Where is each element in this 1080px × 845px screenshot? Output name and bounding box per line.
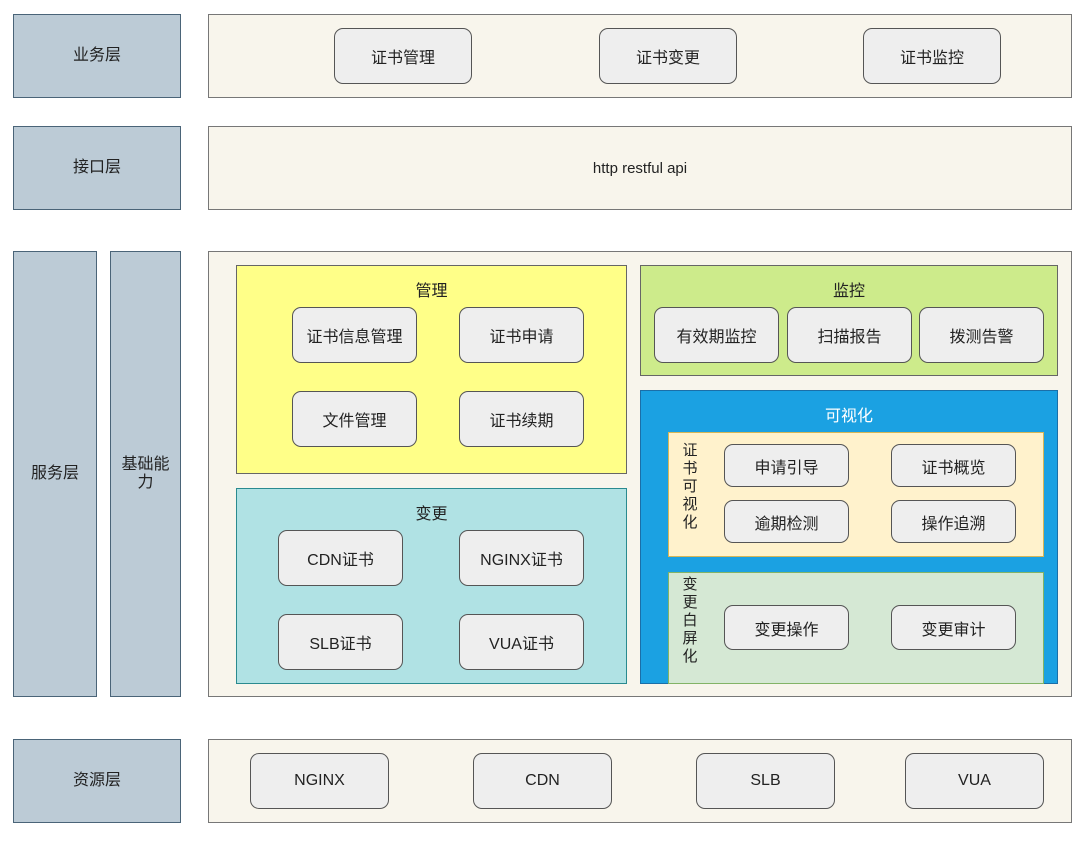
- probe-alert-box[interactable]: 拨测告警: [919, 307, 1044, 363]
- cdn-resource-box[interactable]: CDN: [473, 753, 612, 809]
- api-panel: http restful api: [208, 126, 1072, 210]
- scan-report-box[interactable]: 扫描报告: [787, 307, 912, 363]
- nginx-resource-box[interactable]: NGINX: [250, 753, 389, 809]
- change-operation-box[interactable]: 变更操作: [724, 605, 849, 650]
- slb-cert-box[interactable]: SLB证书: [278, 614, 403, 670]
- cert-visualization-label: 证书可视化: [682, 442, 698, 531]
- application-guide-box[interactable]: 申请引导: [724, 444, 849, 487]
- cdn-cert-box[interactable]: CDN证书: [278, 530, 403, 586]
- layer-label-service: 服务层: [13, 251, 97, 697]
- layer-label-resource: 资源层: [13, 739, 181, 823]
- cert-application-box[interactable]: 证书申请: [459, 307, 584, 363]
- operation-trace-box[interactable]: 操作追溯: [891, 500, 1016, 543]
- change-whitebox-label: 变更白屏化: [682, 576, 698, 665]
- cert-monitoring-box[interactable]: 证书监控: [863, 28, 1001, 84]
- vua-cert-box[interactable]: VUA证书: [459, 614, 584, 670]
- cert-overview-box[interactable]: 证书概览: [891, 444, 1016, 487]
- expiry-detection-box[interactable]: 逾期检测: [724, 500, 849, 543]
- change-title: 变更: [415, 506, 448, 523]
- layer-label-interface: 接口层: [13, 126, 181, 210]
- change-audit-box[interactable]: 变更审计: [891, 605, 1016, 650]
- nginx-cert-box[interactable]: NGINX证书: [459, 530, 584, 586]
- vua-resource-box[interactable]: VUA: [905, 753, 1044, 809]
- slb-resource-box[interactable]: SLB: [696, 753, 835, 809]
- cert-change-box[interactable]: 证书变更: [599, 28, 737, 84]
- cert-renewal-box[interactable]: 证书续期: [459, 391, 584, 447]
- cert-info-management-box[interactable]: 证书信息管理: [292, 307, 417, 363]
- management-title: 管理: [415, 283, 448, 300]
- layer-label-business: 业务层: [13, 14, 181, 98]
- cert-management-box[interactable]: 证书管理: [334, 28, 472, 84]
- monitoring-title: 监控: [832, 283, 865, 300]
- visualization-title: 可视化: [824, 408, 873, 425]
- validity-monitoring-box[interactable]: 有效期监控: [654, 307, 779, 363]
- layer-label-basic-capability: 基础能力: [110, 251, 181, 697]
- file-management-box[interactable]: 文件管理: [292, 391, 417, 447]
